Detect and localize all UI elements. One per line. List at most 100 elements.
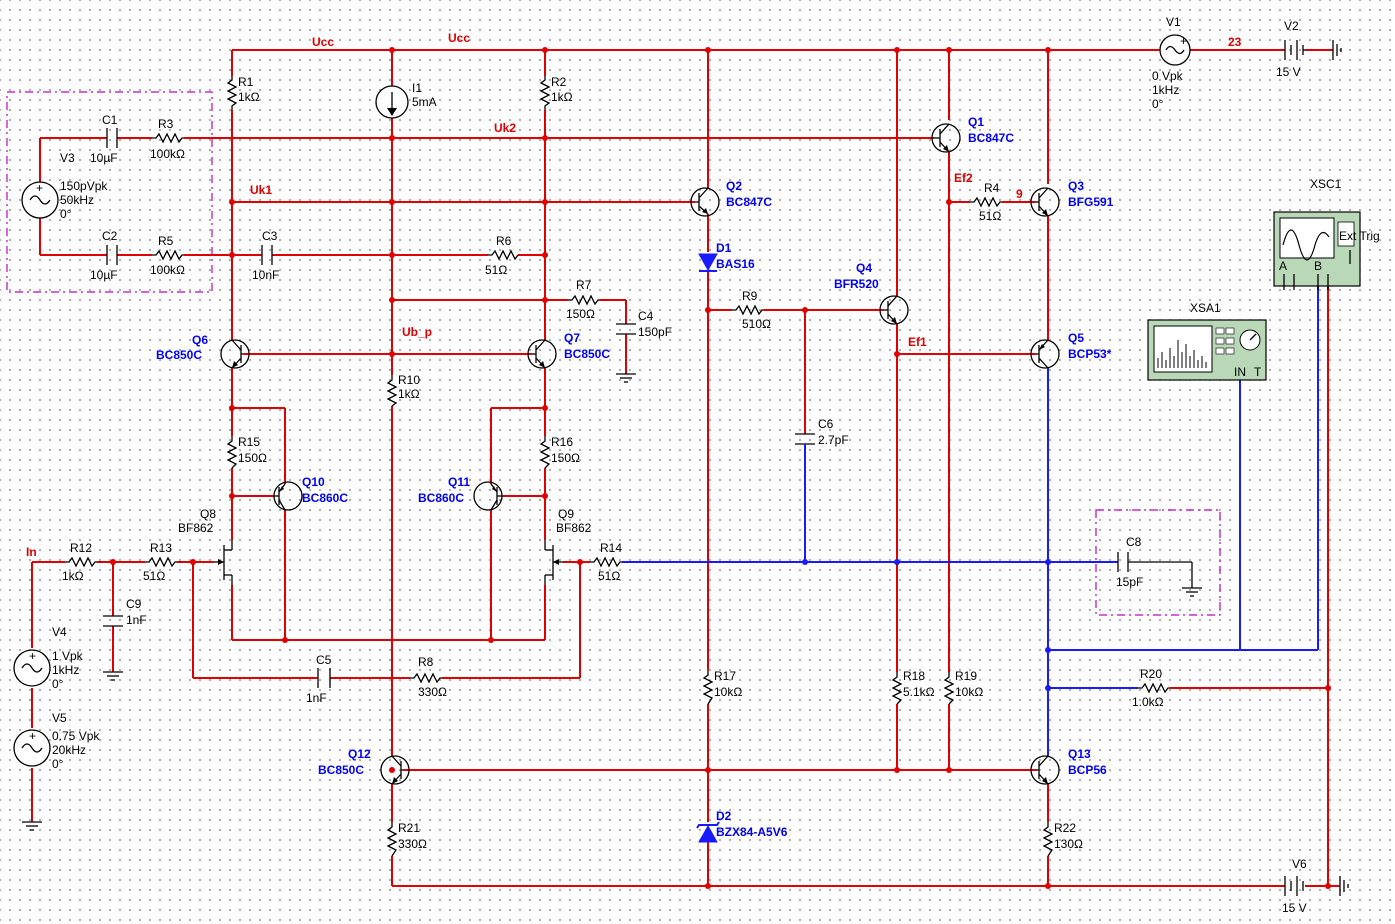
v5-ref: V5 xyxy=(52,711,67,725)
q5-ref: Q5 xyxy=(1068,331,1084,345)
capacitor-c9[interactable] xyxy=(103,615,123,627)
capacitor-c4[interactable] xyxy=(616,323,636,335)
q1-ref: Q1 xyxy=(968,115,984,129)
q9-ref: Q9 xyxy=(558,507,574,521)
q7-ref: Q7 xyxy=(564,331,580,345)
resistor-r20[interactable] xyxy=(1138,682,1170,694)
net-label-ef2: Ef2 xyxy=(954,171,973,185)
q11-part: BC860C xyxy=(418,491,464,505)
resistor-r12[interactable] xyxy=(65,556,97,568)
jfet-q9[interactable] xyxy=(544,540,563,585)
junctions xyxy=(110,47,1331,889)
c8-value: 15pF xyxy=(1116,575,1143,589)
q9-part: BF862 xyxy=(556,521,592,535)
transistor-q3[interactable] xyxy=(1030,187,1060,217)
resistor-r14[interactable] xyxy=(590,556,622,568)
r13-ref: R13 xyxy=(150,541,172,555)
transistor-q6[interactable] xyxy=(220,339,250,369)
transistor-q12[interactable] xyxy=(380,755,410,785)
q6-part: BC850C xyxy=(156,348,202,362)
c8-ref: C8 xyxy=(1126,535,1142,549)
q4-ref: Q4 xyxy=(856,261,872,275)
resistor-r21[interactable] xyxy=(386,822,398,857)
resistor-r15[interactable] xyxy=(226,436,238,469)
r2-ref: R2 xyxy=(551,75,567,89)
transistor-q7[interactable] xyxy=(527,339,557,369)
c9-ref: C9 xyxy=(126,597,142,611)
resistor-r1[interactable] xyxy=(226,76,238,110)
xsa1-trig-label: T xyxy=(1254,365,1262,379)
r16-ref: R16 xyxy=(551,435,573,449)
resistor-r13[interactable] xyxy=(145,556,177,568)
resistor-r22[interactable] xyxy=(1042,822,1054,857)
zener-d2[interactable] xyxy=(696,821,720,843)
resistor-r8[interactable] xyxy=(410,672,442,684)
net-label-ucc-right: Ucc xyxy=(448,31,470,45)
c4-ref: C4 xyxy=(638,309,654,323)
ac-source-v5[interactable]: + xyxy=(13,729,51,767)
capacitor-c5[interactable] xyxy=(317,668,331,688)
transistor-q13[interactable] xyxy=(1030,755,1060,785)
resistor-r3[interactable] xyxy=(152,132,184,144)
q12-part: BC850C xyxy=(318,763,364,777)
source-v3-group-box xyxy=(6,91,213,293)
transistor-q4[interactable] xyxy=(879,295,909,325)
ac-source-v1[interactable]: + xyxy=(1159,34,1191,66)
r22-value: 130Ω xyxy=(1054,837,1083,851)
d2-part: BZX84-A5V6 xyxy=(716,825,788,839)
r4-ref: R4 xyxy=(984,181,1000,195)
v3-l3: 0° xyxy=(60,207,72,221)
c2-value: 10µF xyxy=(90,268,118,282)
oscilloscope-xsc1[interactable] xyxy=(1273,211,1361,290)
transistor-q11[interactable] xyxy=(473,481,503,511)
c3-ref: C3 xyxy=(262,229,278,243)
r12-value: 1kΩ xyxy=(62,569,84,583)
resistor-r19[interactable] xyxy=(943,672,955,705)
capacitor-c8[interactable] xyxy=(1117,552,1193,588)
q3-part: BFG591 xyxy=(1068,195,1114,209)
diode-d1[interactable] xyxy=(698,253,718,272)
d1-ref: D1 xyxy=(716,241,732,255)
capacitor-c1[interactable] xyxy=(106,128,118,148)
r10-value: 1kΩ xyxy=(398,387,420,401)
ac-source-v3[interactable]: + xyxy=(21,181,59,219)
q12-ref: Q12 xyxy=(348,747,371,761)
resistor-r9[interactable] xyxy=(732,304,764,316)
capacitor-c6[interactable] xyxy=(795,433,815,445)
ground-v6 xyxy=(1339,876,1349,896)
xsa1-in-label: IN xyxy=(1234,365,1246,379)
r3-ref: R3 xyxy=(158,117,174,131)
c5-value: 1nF xyxy=(306,691,327,705)
r6-value: 51Ω xyxy=(485,263,507,277)
resistor-r6[interactable] xyxy=(488,249,519,261)
ground-c4 xyxy=(616,373,636,383)
resistor-r4[interactable] xyxy=(970,196,1002,208)
capacitor-c2[interactable] xyxy=(106,245,118,265)
transistor-q1[interactable] xyxy=(931,123,961,153)
current-source-i1[interactable] xyxy=(375,85,409,119)
resistor-r2[interactable] xyxy=(539,76,551,110)
resistor-r5[interactable] xyxy=(152,249,184,261)
ac-source-v4[interactable]: + xyxy=(13,649,51,687)
q8-ref: Q8 xyxy=(200,507,216,521)
dc-source-v6[interactable] xyxy=(1284,876,1304,896)
transistor-q5[interactable] xyxy=(1030,339,1060,369)
r17-value: 10kΩ xyxy=(714,685,742,699)
resistor-r16[interactable] xyxy=(539,436,551,469)
transistor-q10[interactable] xyxy=(273,481,303,511)
transistor-q2[interactable] xyxy=(690,187,720,217)
r4-value: 51Ω xyxy=(979,209,1001,223)
r5-value: 100kΩ xyxy=(150,263,185,277)
resistor-r10[interactable] xyxy=(386,375,398,407)
q6-ref: Q6 xyxy=(192,333,208,347)
resistor-r17[interactable] xyxy=(702,670,714,705)
dc-source-v2[interactable] xyxy=(1284,40,1305,60)
resistor-r7[interactable] xyxy=(568,294,600,306)
capacitor-c3[interactable] xyxy=(261,245,273,265)
spectrum-analyzer-xsa1[interactable] xyxy=(1147,319,1267,381)
resistor-r18[interactable] xyxy=(891,672,903,705)
r15-ref: R15 xyxy=(238,435,260,449)
jfet-q8[interactable] xyxy=(214,540,233,585)
q5-part: BCP53* xyxy=(1068,347,1112,361)
